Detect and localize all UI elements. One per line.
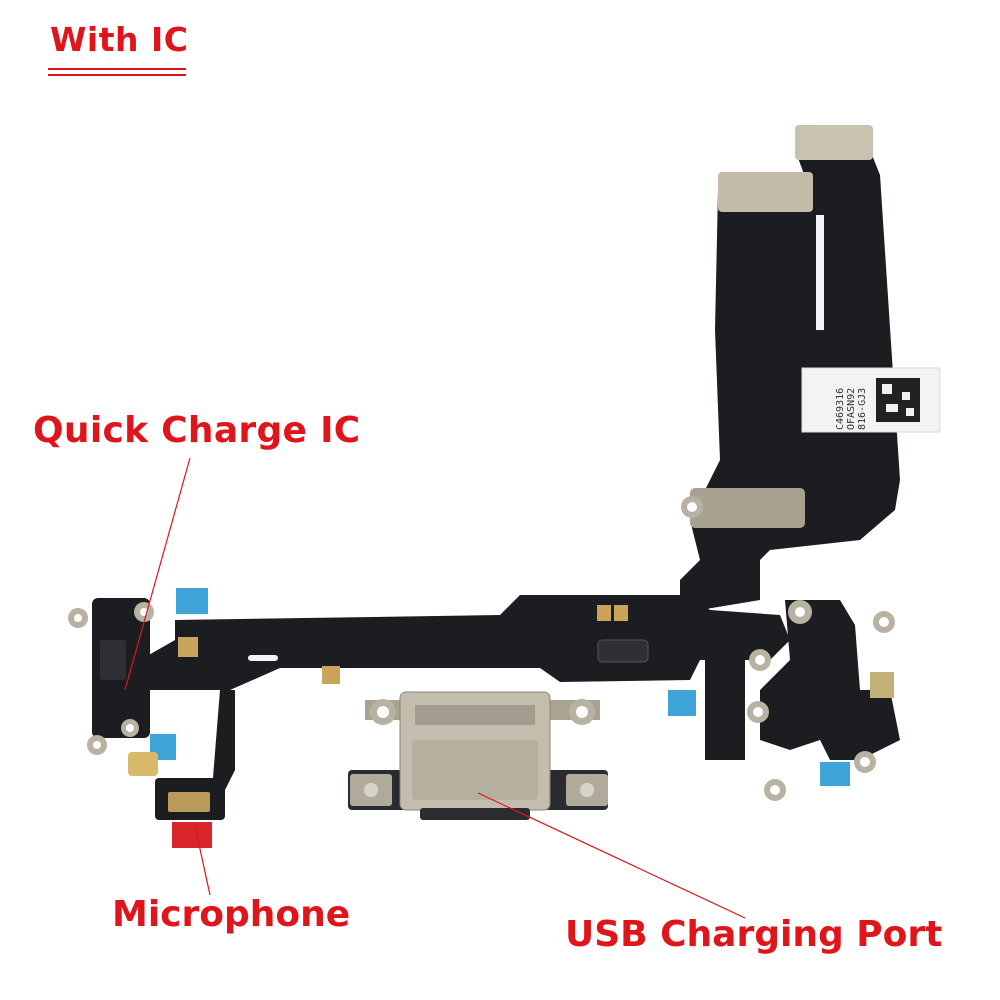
right-antenna-assembly <box>668 600 900 801</box>
top-connector-pad <box>795 125 873 160</box>
second-connector-pad <box>718 172 813 212</box>
title-with-ic: With IC <box>50 20 189 59</box>
usb-c-port <box>348 691 608 820</box>
microphone-module <box>155 778 225 848</box>
red-tape <box>172 822 212 848</box>
board-connector <box>597 639 649 663</box>
usb-leader-line <box>477 792 746 919</box>
microphone-leader-line <box>194 825 211 896</box>
title-underline-2 <box>48 74 186 76</box>
sticker-line-2: OFASN92 <box>846 388 857 430</box>
ribbon-slit <box>816 215 824 330</box>
sticker-line-1: C469316 <box>835 388 846 430</box>
quick-charge-leader-line <box>124 457 191 691</box>
sticker-line-3: 816-GJ3 <box>857 388 868 430</box>
blue-tape <box>176 588 208 614</box>
label-microphone: Microphone <box>112 894 351 935</box>
metal-shield-bracket <box>690 488 805 528</box>
serial-sticker: C469316 OFASN92 816-GJ3 <box>801 367 941 433</box>
label-quick-charge-ic: Quick Charge IC <box>33 410 361 451</box>
upper-flex-ribbon <box>680 125 900 610</box>
main-flex-board <box>140 595 790 790</box>
quick-charge-ic-assembly <box>68 588 208 776</box>
label-usb-charging-port: USB Charging Port <box>565 914 943 955</box>
title-underline <box>48 68 186 70</box>
